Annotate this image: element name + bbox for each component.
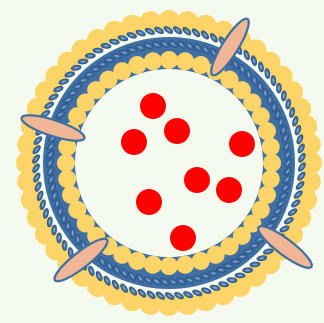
cargo-5 <box>184 167 210 193</box>
inner-headgroup <box>262 170 280 188</box>
inner-headgroup <box>192 252 210 270</box>
cargo-1 <box>140 93 166 119</box>
cargo-4 <box>229 131 255 157</box>
inner-headgroup <box>258 122 276 140</box>
inner-headgroup <box>62 186 80 204</box>
vesicle-lumen <box>75 69 263 257</box>
cargo-2 <box>121 129 147 155</box>
inner-headgroup <box>144 52 162 70</box>
inner-headgroup <box>263 154 281 172</box>
inner-headgroup <box>128 56 146 74</box>
inner-headgroup <box>176 52 194 70</box>
inner-headgroup <box>144 256 162 274</box>
cargo-8 <box>170 225 196 251</box>
inner-headgroup <box>160 257 178 275</box>
inner-headgroup <box>262 138 280 156</box>
inner-headgroup <box>57 154 75 172</box>
inner-headgroup <box>176 256 194 274</box>
cargo-3 <box>164 118 190 144</box>
inner-headgroup <box>58 170 76 188</box>
inner-headgroup <box>160 51 178 69</box>
cargo-7 <box>136 189 162 215</box>
cargo-6 <box>216 177 242 203</box>
